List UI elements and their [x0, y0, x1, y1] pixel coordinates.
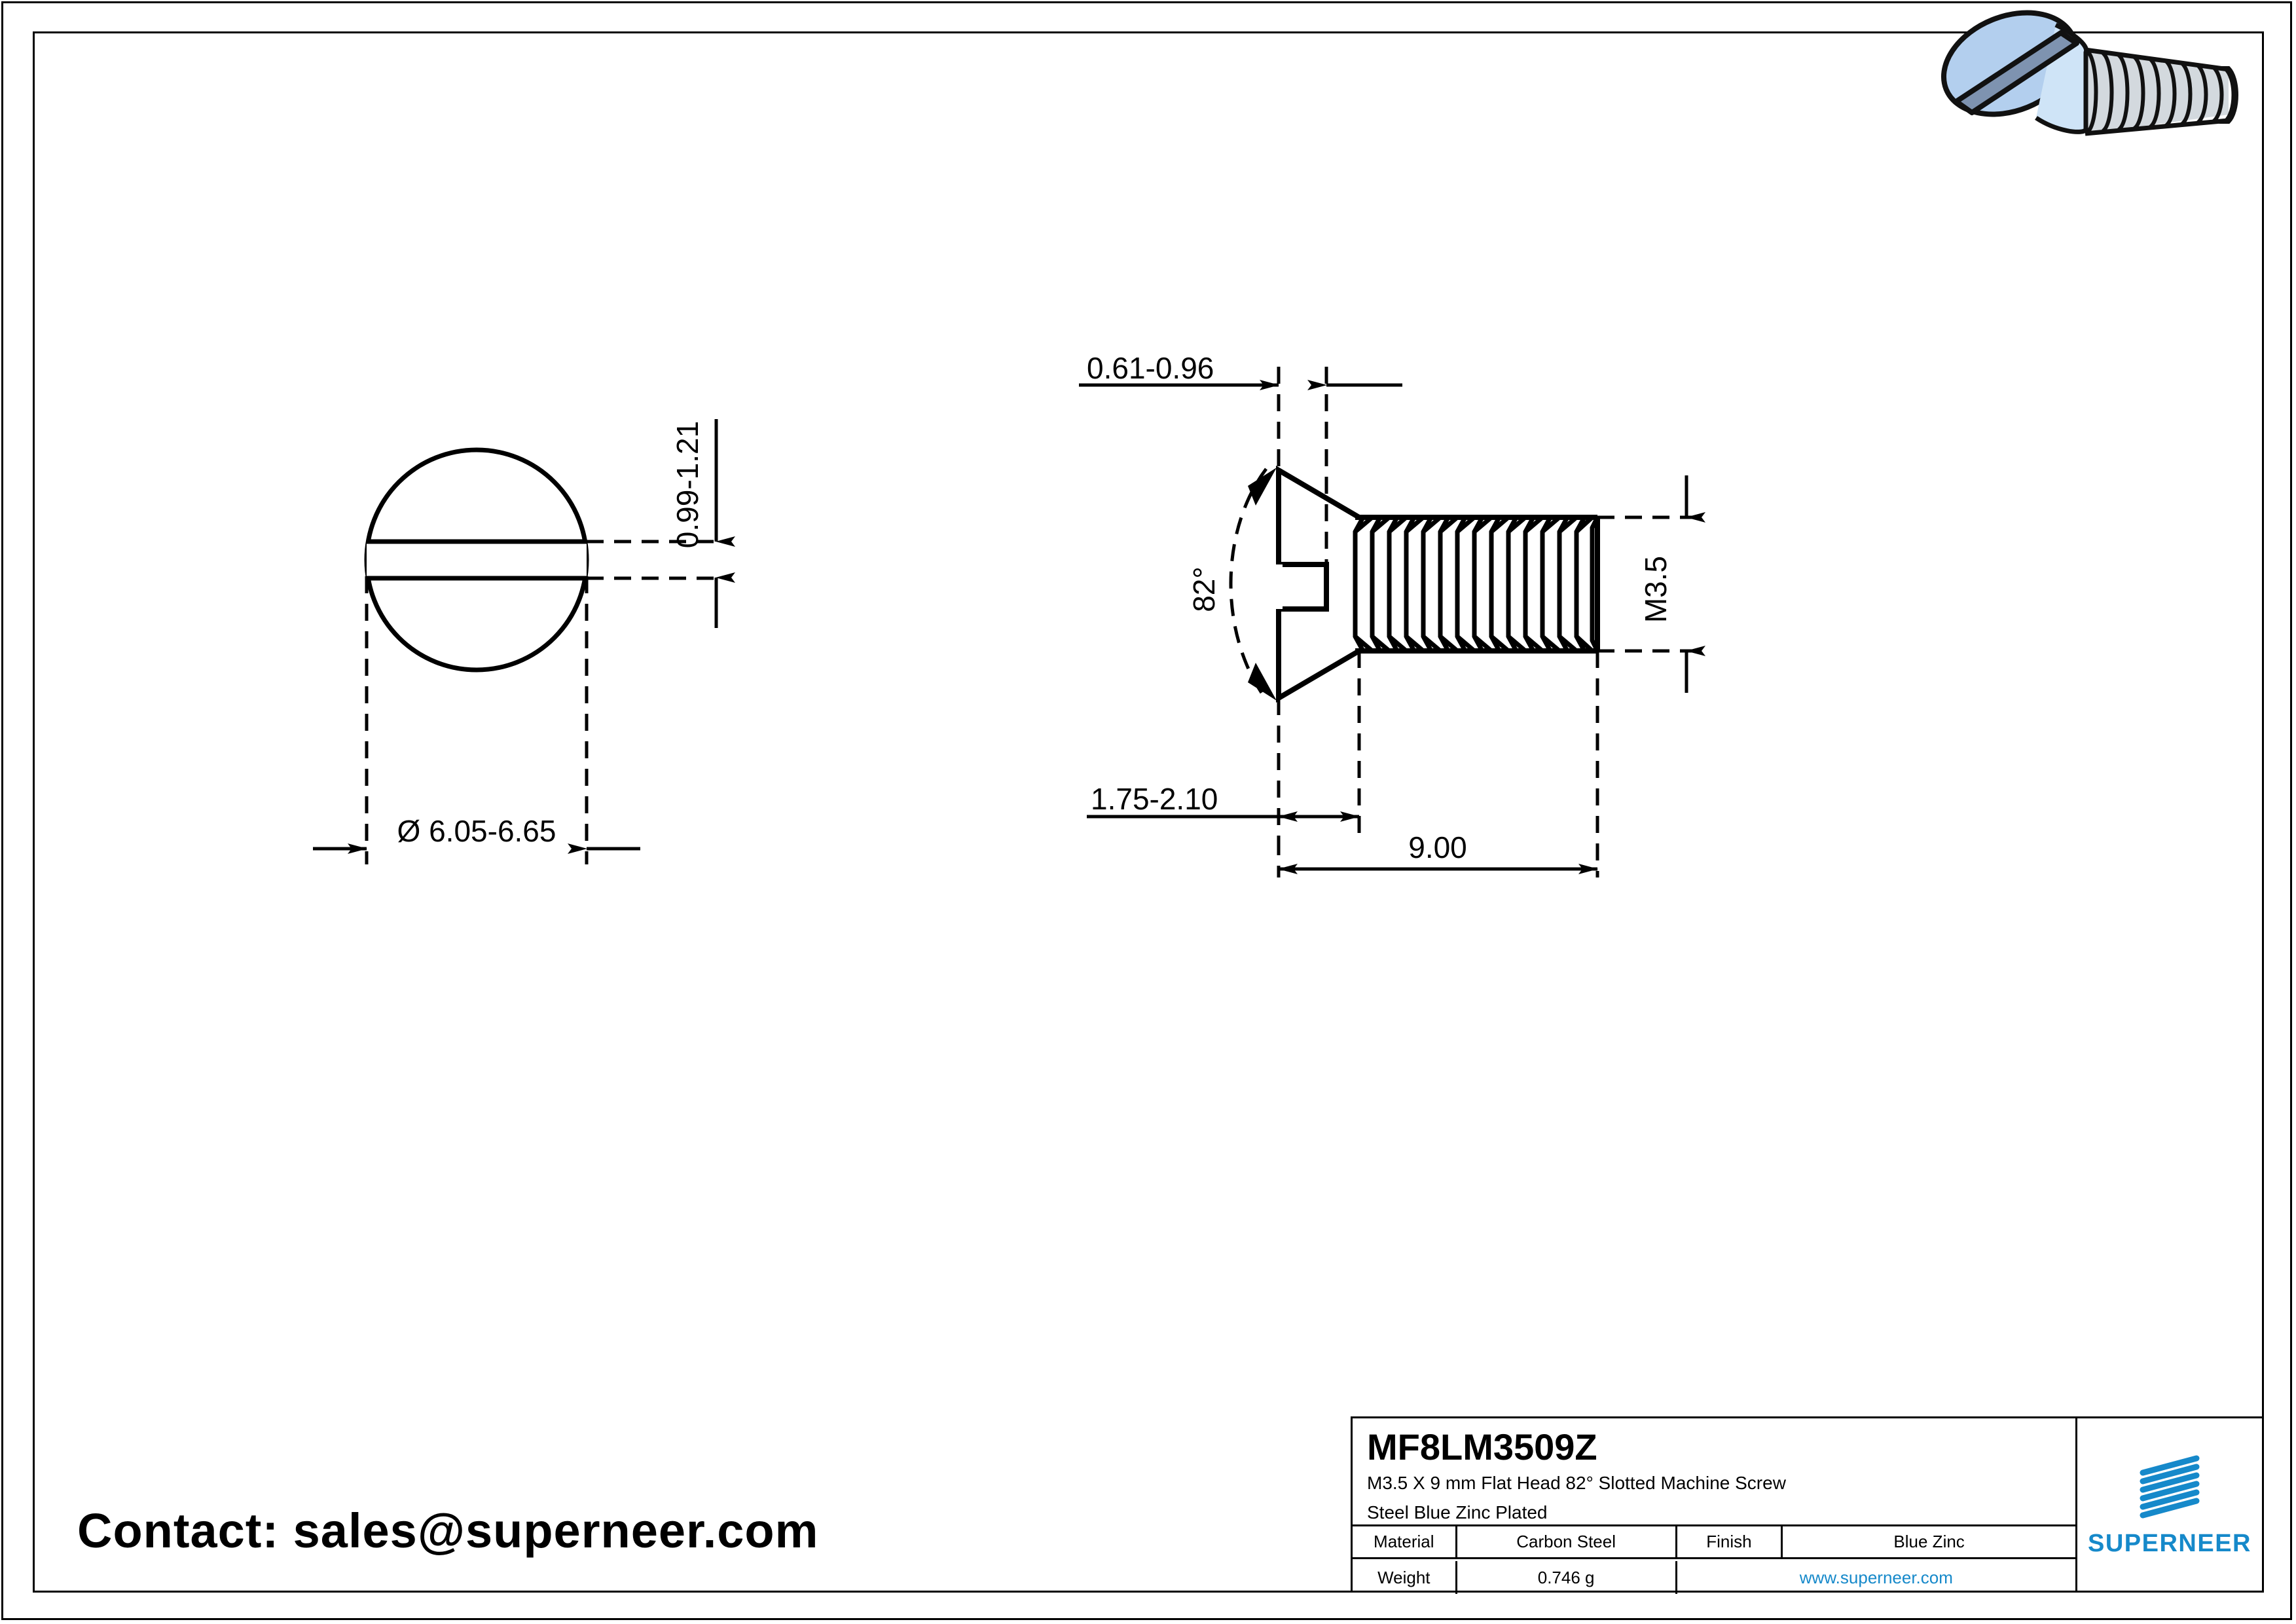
title-block-description: MF8LM3509Z M3.5 X 9 mm Flat Head 82° Slo…: [1353, 1418, 2075, 1526]
part-number: MF8LM3509Z: [1367, 1426, 1597, 1467]
weight-label: Weight: [1353, 1561, 1457, 1594]
dim-text-head-height: 1.75-2.10: [1091, 782, 1218, 816]
title-block-row-weight: Weight 0.746 g www.superneer.com: [1353, 1561, 2075, 1594]
dim-head-diameter: [313, 576, 640, 864]
logo-block: SUPERNEER: [2077, 1416, 2264, 1593]
dim-head-angle: [1229, 468, 1277, 701]
dim-text-head-diameter: Ø 6.05-6.65: [397, 814, 556, 848]
finish-value: Blue Zinc: [1893, 1532, 1965, 1551]
dim-text-head-angle: 82°: [1187, 566, 1221, 612]
side-view-screw: [1275, 466, 1600, 703]
weight-value: 0.746 g: [1457, 1561, 1677, 1594]
thread-profile: [1353, 516, 1600, 652]
description-line-1: M3.5 X 9 mm Flat Head 82° Slotted Machin…: [1367, 1473, 1786, 1494]
dim-text-slot-width: 0.61-0.96: [1087, 351, 1214, 385]
material-value: Carbon Steel: [1457, 1526, 1677, 1557]
superneer-logo-icon: [2140, 1455, 2200, 1518]
website-link[interactable]: www.superneer.com: [1799, 1567, 1953, 1587]
dim-text-overall-length: 9.00: [1408, 830, 1467, 864]
dim-overall-length: [1277, 651, 1599, 877]
finish-label: Finish: [1677, 1526, 1783, 1557]
dim-text-thread-size: M3.5: [1639, 556, 1673, 623]
description-line-2: Steel Blue Zinc Plated: [1367, 1502, 1548, 1522]
superneer-wordmark: SUPERNEER: [2088, 1529, 2251, 1557]
dim-head-height: [1087, 651, 1361, 838]
title-block-row-material: Material Carbon Steel Finish Blue Zinc: [1353, 1526, 2075, 1559]
top-view-head: [364, 447, 589, 673]
dim-slot-width: [1079, 367, 1402, 564]
drawing-frame-border: [33, 31, 2264, 1593]
contact-email-text: Contact: sales@superneer.com: [77, 1504, 819, 1558]
isometric-screw-render: [1941, 10, 2238, 136]
iso-thread-shank: [2082, 47, 2238, 136]
material-label: Material: [1353, 1526, 1457, 1557]
title-block: MF8LM3509Z M3.5 X 9 mm Flat Head 82° Slo…: [1351, 1416, 2077, 1594]
dim-slot-depth: [587, 419, 735, 628]
dim-thread-size: [1597, 475, 1705, 693]
dim-text-slot-depth: 0.99-1.21: [670, 421, 704, 548]
iso-screw-head: [1941, 10, 2089, 134]
